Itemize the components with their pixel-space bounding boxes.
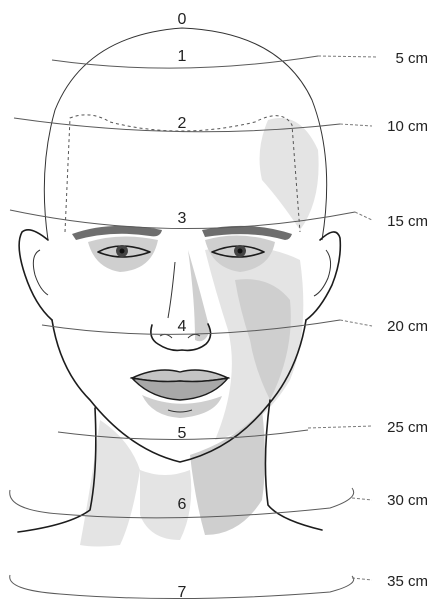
nose-bridge [168,262,175,318]
level-0-number: 0 [178,11,187,28]
lower-lip [132,378,228,400]
distance-label-1: 5 cm [395,50,428,67]
nose-shadow [188,250,210,341]
distance-label-3: 15 cm [387,213,428,230]
left-nostril [160,334,172,338]
left-ear-inner [33,250,48,295]
distance-label-5: 25 cm [387,419,428,436]
level-numbers: 0 1 2 3 4 5 6 7 [178,11,187,601]
leader-20cm [340,320,372,326]
right-ear-inner [314,250,331,296]
leader-25cm [308,426,372,428]
face-shading [80,118,319,547]
leader-10cm [340,124,372,126]
neck-right [265,400,322,530]
leader-35cm [352,578,372,580]
right-pupil [238,249,243,254]
level-6-number: 6 [178,496,187,513]
distance-label-6: 30 cm [387,492,428,509]
leader-15cm [355,212,372,220]
leader-30cm [352,498,372,500]
right-ear [306,232,340,320]
distance-labels: 5 cm 10 cm 15 cm 20 cm 25 cm 30 cm 35 cm [387,50,428,590]
distance-label-4: 20 cm [387,318,428,335]
level-2-number: 2 [178,115,187,132]
level-3-number: 3 [178,210,187,227]
level-7-number: 7 [178,584,187,601]
leader-5cm [318,56,378,57]
level-4-number: 4 [178,318,187,335]
distance-label-2: 10 cm [387,118,428,135]
left-pupil [120,249,125,254]
distance-label-7: 35 cm [387,573,428,590]
skull-shadow [260,118,319,230]
left-ear [19,230,52,320]
level-5-number: 5 [178,425,187,442]
level-1-number: 1 [178,48,187,65]
